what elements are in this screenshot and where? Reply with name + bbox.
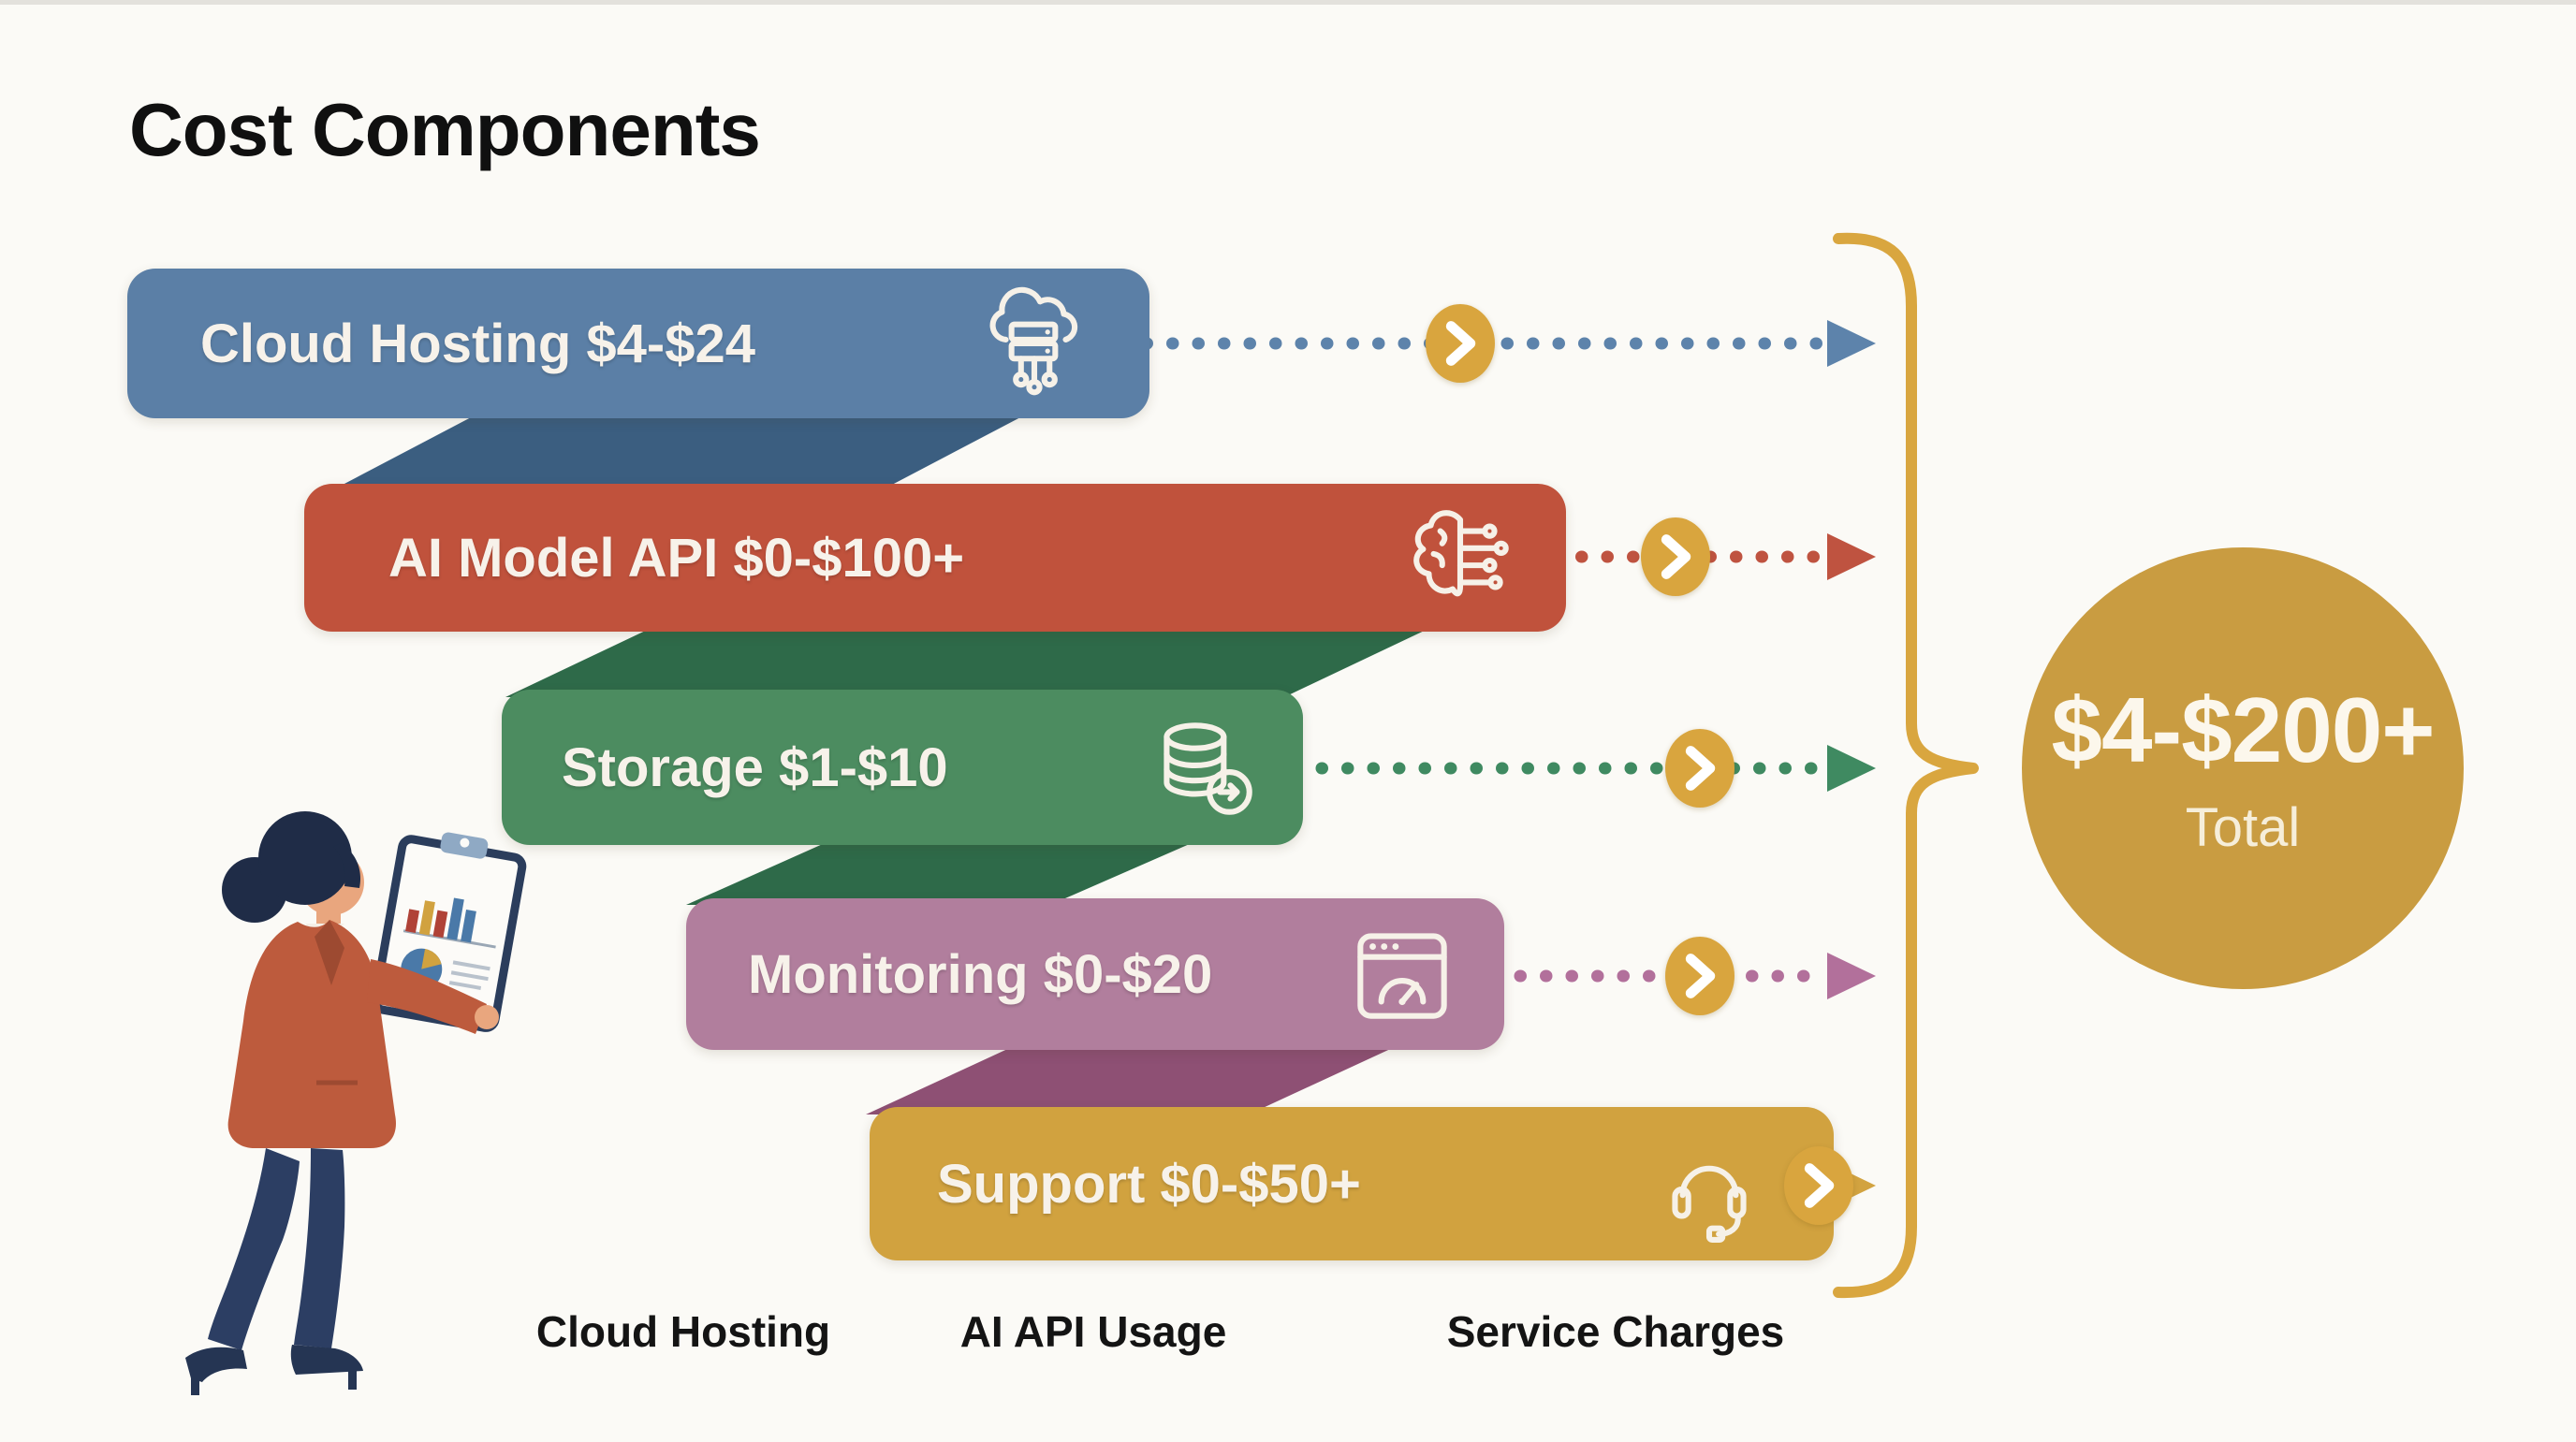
banner-label-cloud-hosting: Cloud Hosting $4-$24 (200, 313, 755, 374)
curly-brace (1833, 232, 1979, 1299)
flow-badge-3 (1665, 729, 1734, 808)
chevron-right-icon (1445, 321, 1476, 366)
flow-badge-5 (1784, 1146, 1853, 1225)
chevron-right-icon (1804, 1163, 1835, 1208)
ribbon-banner-monitoring: Monitoring $0-$20 (686, 898, 1504, 1050)
chevron-right-icon (1685, 746, 1716, 791)
ribbon-banner-support: Support $0-$50+ (870, 1107, 1834, 1260)
ribbon-fold-4 (866, 1045, 1398, 1114)
page-title: Cost Components (129, 88, 761, 171)
ribbon-banner-ai-model-api: AI Model API $0-$100+ (304, 484, 1566, 632)
arrowhead-2 (1827, 533, 1876, 580)
ribbon-fold-1 (323, 416, 1022, 495)
chevron-right-icon (1661, 534, 1691, 579)
ribbon-fold-2 (505, 626, 1434, 697)
total-circle: $4-$200+ Total (2022, 547, 2464, 989)
banner-label-storage: Storage $1-$10 (562, 736, 948, 798)
woman-with-clipboard-illustration (185, 811, 527, 1395)
flow-badge-2 (1641, 517, 1710, 596)
footer-label-service-charges: Service Charges (1446, 1307, 1785, 1356)
cloud-server-icon (989, 286, 1078, 396)
chevron-right-icon (1685, 954, 1716, 998)
ai-brain-circuit-icon (1413, 510, 1509, 597)
footer-label-cloud-hosting: Cloud Hosting (535, 1307, 831, 1356)
banner-label-monitoring: Monitoring $0-$20 (748, 943, 1213, 1005)
footer-label-ai-api-usage: AI API Usage (959, 1307, 1227, 1356)
flow-badge-1 (1426, 304, 1495, 383)
total-label: Total (2185, 797, 2301, 858)
arrowhead-3 (1827, 745, 1876, 792)
arrowhead-4 (1827, 953, 1876, 999)
ribbon-banner-storage: Storage $1-$10 (502, 690, 1303, 845)
ribbon-fold-3 (686, 839, 1200, 905)
flow-badge-4 (1665, 937, 1734, 1015)
ribbon-banner-cloud-hosting: Cloud Hosting $4-$24 (127, 269, 1149, 418)
total-value: $4-$200+ (2051, 678, 2436, 781)
database-icon (1164, 722, 1252, 815)
arrowhead-1 (1827, 320, 1876, 367)
headset-icon (1672, 1165, 1747, 1243)
banner-label-support: Support $0-$50+ (937, 1153, 1361, 1215)
gauge-window-icon (1357, 933, 1447, 1019)
banner-label-ai-model-api: AI Model API $0-$100+ (388, 527, 965, 589)
